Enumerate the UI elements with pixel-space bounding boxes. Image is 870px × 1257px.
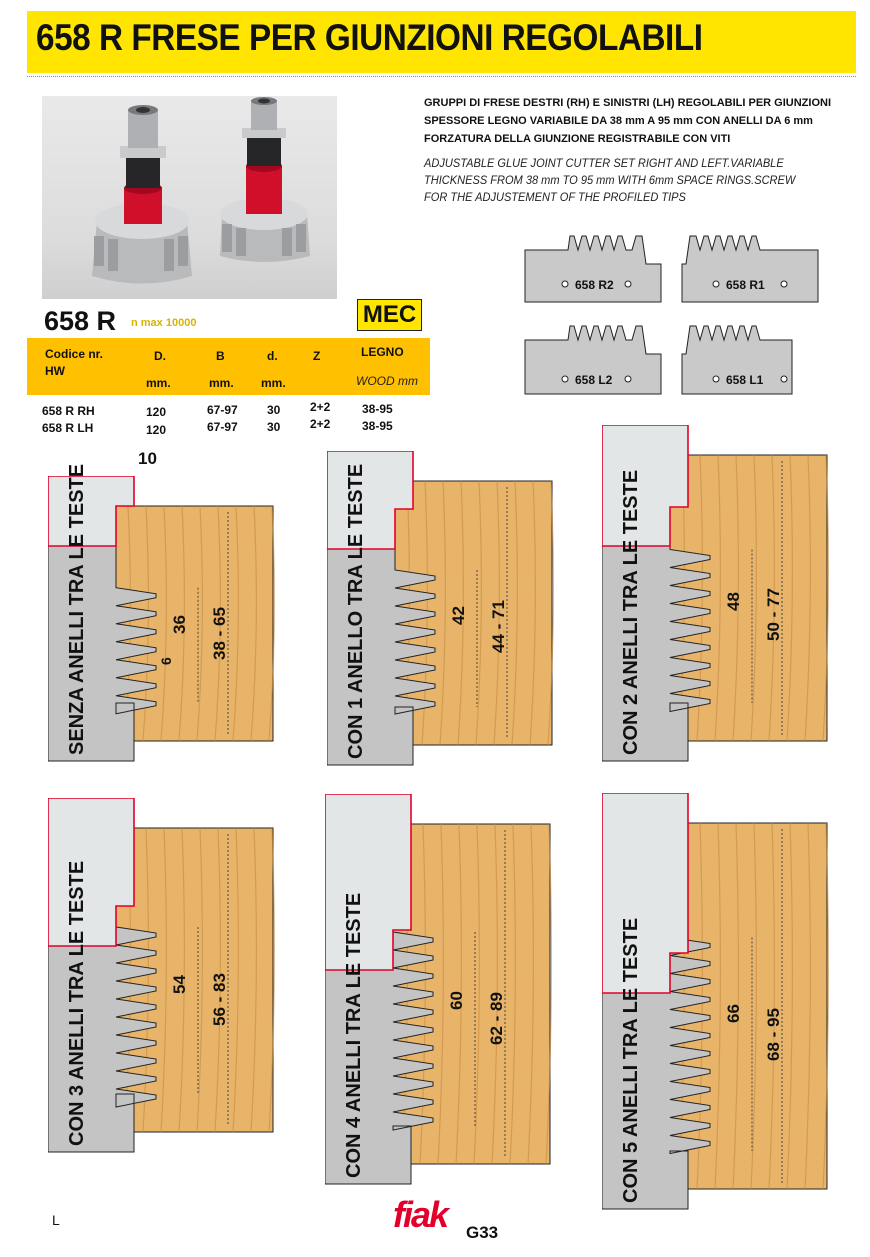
th-mm-b: mm. bbox=[209, 376, 234, 390]
diagram-4 bbox=[48, 798, 275, 1153]
description-it-line-1: GRUPPI DI FRESE DESTRI (RH) E SINISTRI (… bbox=[424, 97, 832, 109]
diagram-6 bbox=[602, 793, 829, 1210]
product-code: 658 R bbox=[44, 306, 117, 336]
diagram-ring-dim-1: 6 bbox=[158, 657, 174, 666]
description-en-line-1: ADJUSTABLE GLUE JOINT CUTTER SET RIGHT A… bbox=[424, 156, 784, 170]
diagram-label-1: SENZA ANELLI TRA LE TESTE bbox=[66, 463, 88, 755]
row-1-b: 67-97 bbox=[207, 403, 238, 417]
diagram-label-2: CON 1 ANELLO TRA LE TESTE bbox=[345, 463, 367, 759]
diagram-range-dim-5: 62 - 89 bbox=[487, 991, 506, 1045]
title-bar bbox=[27, 11, 856, 73]
row-2-d: 120 bbox=[146, 423, 167, 437]
description-it-line-2: SPESSORE LEGNO VARIABILE DA 38 mm A 95 m… bbox=[424, 115, 813, 127]
page-number: G33 bbox=[466, 1223, 499, 1242]
row-1-code: 658 R RH bbox=[42, 404, 95, 418]
row-2-b: 67-97 bbox=[207, 420, 238, 434]
header-divider bbox=[27, 76, 856, 78]
profile-658-r2 bbox=[524, 235, 662, 303]
description-en-line-3: FOR THE ADJUSTEMENT OF THE PROFILED TIPS bbox=[424, 190, 686, 204]
cutter-left-image bbox=[92, 105, 192, 284]
profile-thumbnails bbox=[524, 235, 819, 395]
diagram-range-dim-3: 50 - 77 bbox=[764, 588, 783, 642]
row-1-d: 120 bbox=[146, 405, 167, 419]
th-hw: HW bbox=[45, 364, 65, 378]
diagram-label-6: CON 5 ANELLI TRA LE TESTE bbox=[620, 917, 642, 1203]
th-legno: LEGNO bbox=[361, 345, 404, 359]
row-1-z: 2+2 bbox=[310, 400, 331, 414]
diagram-label-3: CON 2 ANELLI TRA LE TESTE bbox=[620, 469, 642, 755]
diagram-label-4: CON 3 ANELLI TRA LE TESTE bbox=[66, 860, 88, 1146]
profile-label-l2: 658 L2 bbox=[575, 373, 613, 387]
diagram-range-dim-1: 38 - 65 bbox=[210, 606, 229, 660]
diagram-inner-dim-4: 54 bbox=[170, 974, 189, 994]
cutter-right-image bbox=[220, 97, 310, 262]
diagram-1 bbox=[48, 476, 275, 762]
th-mm-d: mm. bbox=[146, 376, 171, 390]
max-speed: n max 10000 bbox=[131, 317, 197, 329]
diagram-inner-dim-1: 36 bbox=[170, 614, 189, 634]
diagram-5 bbox=[325, 794, 552, 1185]
row-2-z: 2+2 bbox=[310, 417, 331, 431]
profile-label-l1: 658 L1 bbox=[726, 373, 764, 387]
row-1-dd: 30 bbox=[267, 403, 281, 417]
fiak-logo: fiak bbox=[393, 1194, 449, 1235]
th-d: D. bbox=[154, 349, 166, 363]
th-dd: d. bbox=[267, 349, 278, 363]
profile-658-r1 bbox=[681, 235, 819, 303]
row-1-legno: 38-95 bbox=[362, 402, 393, 416]
diagram-2 bbox=[327, 451, 554, 766]
description-en-line-2: THICKNESS FROM 38 mm TO 95 mm WITH 6mm S… bbox=[424, 173, 796, 187]
profile-label-r2: 658 R2 bbox=[575, 278, 614, 292]
diagram-range-dim-4: 56 - 83 bbox=[210, 972, 229, 1026]
diagram-label-5: CON 4 ANELLI TRA LE TESTE bbox=[343, 892, 365, 1178]
th-b: B bbox=[216, 349, 225, 363]
diagram-3 bbox=[602, 425, 829, 762]
row-2-code: 658 R LH bbox=[42, 421, 94, 435]
th-z: Z bbox=[313, 349, 321, 363]
diagram-range-dim-6: 68 - 95 bbox=[764, 1007, 783, 1061]
diagram-inner-dim-2: 42 bbox=[449, 605, 468, 625]
diagram-inner-dim-3: 48 bbox=[724, 591, 743, 611]
row-2-legno: 38-95 bbox=[362, 419, 393, 433]
row-2-dd: 30 bbox=[267, 420, 281, 434]
spec-table-header bbox=[27, 338, 430, 395]
description-it-line-3: FORZATURA DELLA GIUNZIONE REGISTRABILE C… bbox=[424, 133, 731, 145]
th-wood: WOOD mm bbox=[356, 374, 418, 388]
profile-label-r1: 658 R1 bbox=[726, 278, 765, 292]
mec-badge: MEC bbox=[357, 299, 422, 331]
footer-mark: L bbox=[52, 1212, 60, 1228]
profile-658-l1 bbox=[681, 325, 793, 395]
diagram-range-dim-2: 44 - 71 bbox=[489, 600, 508, 654]
diagram-inner-dim-5: 60 bbox=[447, 990, 466, 1010]
th-mm-dd: mm. bbox=[261, 376, 286, 390]
diagram-inner-dim-6: 66 bbox=[724, 1003, 743, 1023]
th-code: Codice nr. bbox=[45, 347, 104, 361]
product-photo bbox=[42, 96, 337, 299]
page-title: 658 R FRESE PER GIUNZIONI REGOLABILI bbox=[36, 17, 703, 58]
width-dimension: 10 bbox=[138, 449, 157, 468]
